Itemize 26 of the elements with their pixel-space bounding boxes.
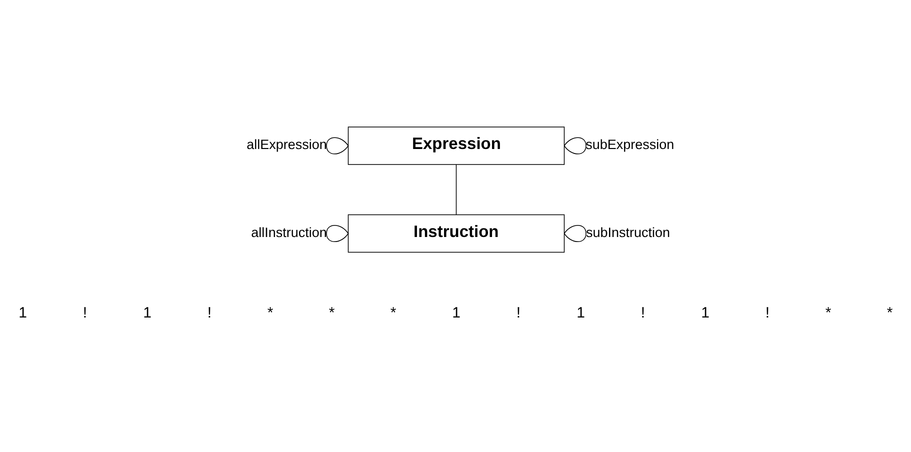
label: ! [516, 304, 521, 322]
edge-label: allInstruction [251, 224, 327, 240]
label: ! [82, 304, 88, 322]
label: * [328, 304, 335, 322]
label: 1 [576, 304, 585, 322]
label: ! [765, 304, 770, 322]
label: 1 [143, 304, 152, 322]
connector [326, 224, 349, 242]
label: * [825, 304, 832, 322]
label: * [886, 304, 893, 322]
node-box: Expression [348, 126, 565, 165]
label: ! [207, 304, 212, 322]
label: * [390, 304, 396, 322]
label: 1 [452, 304, 460, 322]
connector [326, 137, 349, 154]
edge-label: allExpression [246, 137, 327, 152]
label: 1 [18, 304, 27, 322]
edge-label: subInstruction [586, 224, 670, 240]
label: * [267, 304, 274, 322]
label: 1 [701, 304, 710, 322]
connector [456, 164, 457, 216]
connector [564, 137, 586, 154]
connector [564, 224, 586, 242]
label: ! [640, 304, 646, 322]
edge-label: subExpression [586, 137, 674, 152]
node-box: Instruction [348, 214, 565, 253]
